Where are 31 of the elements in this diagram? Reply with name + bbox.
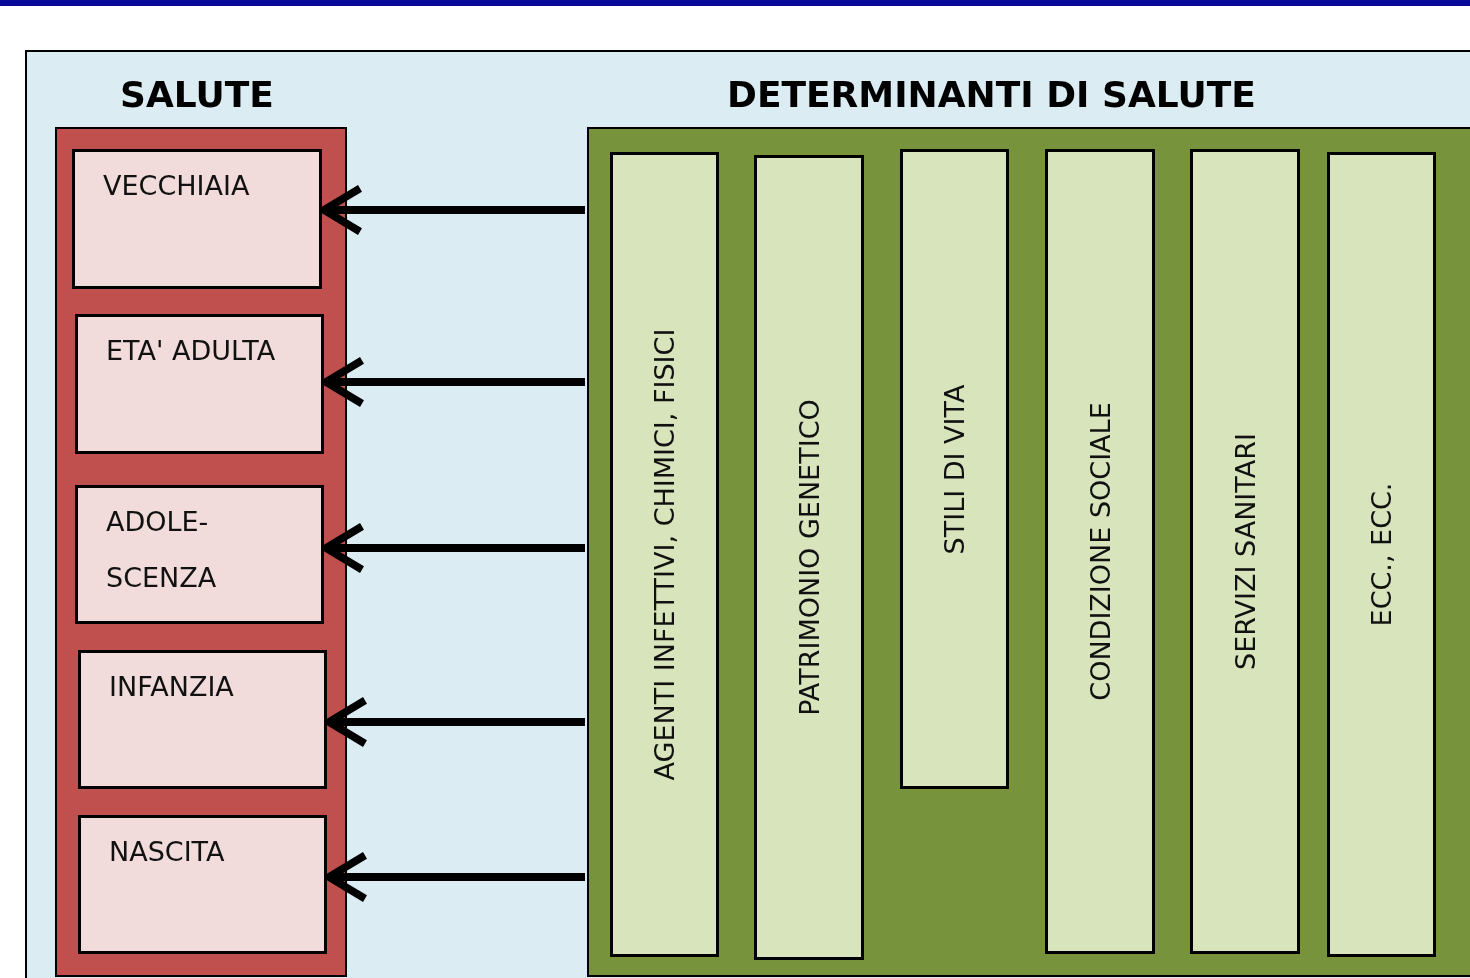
life-stage-box: [75, 314, 324, 454]
panel-heading: DETERMINANTI DI SALUTE: [727, 74, 1256, 115]
determinant-box: [1327, 152, 1436, 957]
determinant-box: [900, 149, 1009, 789]
arrow: [325, 696, 585, 748]
determinant-label: STILI DI VITA: [939, 384, 970, 554]
life-stage-label: INFANZIA: [109, 670, 235, 704]
life-stage-box: [75, 485, 324, 624]
life-stage-label: VECCHIAIA: [103, 169, 251, 203]
determinant-label: CONDIZIONE SOCIALE: [1084, 402, 1116, 701]
life-stage-box: [78, 650, 327, 789]
life-stage-label: ETA' ADULTA: [106, 334, 277, 368]
life-stage-label: NASCITA: [109, 835, 226, 869]
arrow: [320, 184, 585, 236]
arrow: [322, 356, 585, 408]
life-stage-label: ADOLE- SCENZA: [106, 505, 218, 595]
arrow: [322, 522, 585, 574]
life-stage-box: [72, 149, 322, 289]
life-stage-box: [78, 815, 327, 954]
panel-heading: SALUTE: [120, 74, 274, 115]
group-panel: [55, 127, 347, 977]
group-panel: [587, 127, 1470, 977]
determinant-box: [1045, 149, 1155, 954]
arrow: [325, 851, 585, 903]
determinant-label: AGENTI INFETTIVI, CHIMICI, FISICI: [649, 328, 680, 781]
determinant-label: ECC., ECC.: [1366, 482, 1397, 627]
determinant-box: [1190, 149, 1300, 954]
determinant-label: SERVIZI SANITARI: [1229, 433, 1261, 670]
determinant-box: [610, 152, 719, 957]
determinant-label: PATRIMONIO GENETICO: [793, 399, 825, 716]
determinant-box: [754, 155, 864, 960]
